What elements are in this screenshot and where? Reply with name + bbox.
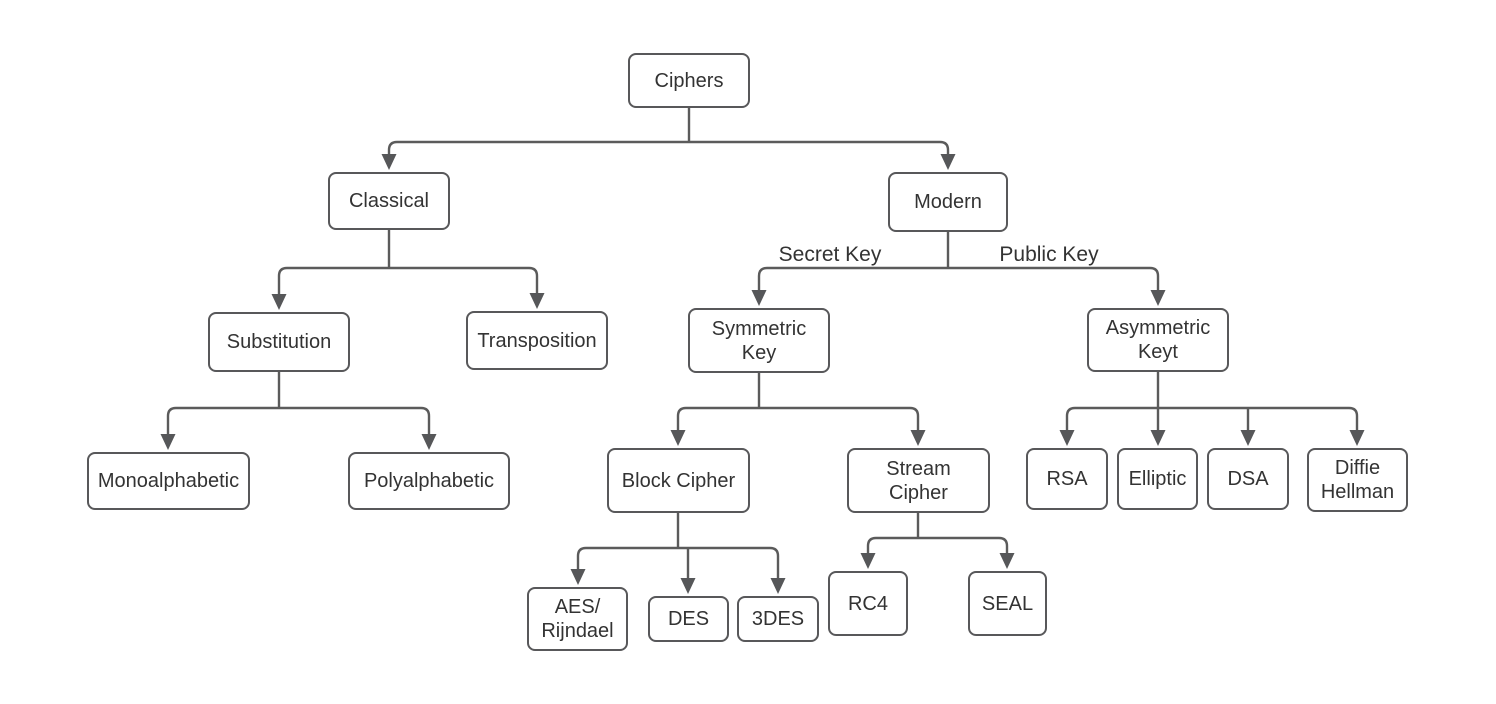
arrowhead-aes [570, 569, 586, 585]
edge-stream-rail [866, 536, 1009, 553]
node-substitution: Substitution [208, 312, 350, 372]
arrowhead-seal [999, 553, 1015, 569]
node-symmetric-key: Symmetric Key [688, 308, 830, 373]
node-seal: SEAL [968, 571, 1047, 636]
arrowhead-elliptic [1150, 430, 1166, 446]
node-des: DES [648, 596, 729, 642]
edge-classical-rail [277, 266, 539, 294]
node-diffie-hellman: Diffie Hellman [1307, 448, 1408, 512]
arrowhead-diffie-hellman [1349, 430, 1365, 446]
edge-ciphers-rail [387, 140, 950, 154]
arrowhead-dsa [1240, 430, 1256, 446]
node-classical: Classical [328, 172, 450, 230]
arrowhead-stream-cipher [910, 430, 926, 446]
arrowhead-transposition [529, 293, 545, 309]
arrowhead-asymmetric-key [1150, 290, 1166, 306]
node-modern: Modern [888, 172, 1008, 232]
edge-block-rail [576, 546, 780, 578]
edge-label-secret-key: Secret Key [778, 243, 882, 266]
arrowhead-block-cipher [670, 430, 686, 446]
edge-asymmetric-rail [1065, 406, 1359, 430]
node-elliptic: Elliptic [1117, 448, 1198, 510]
node-block-cipher: Block Cipher [607, 448, 750, 513]
arrowhead-des [680, 578, 696, 594]
edge-label-public-key: Public Key [999, 243, 1099, 266]
edge-symmetric-rail [676, 406, 920, 430]
node-polyalphabetic: Polyalphabetic [348, 452, 510, 510]
arrowhead-rsa [1059, 430, 1075, 446]
arrowhead-substitution [271, 294, 287, 310]
node-ciphers: Ciphers [628, 53, 750, 108]
node-rc4: RC4 [828, 571, 908, 636]
node-3des: 3DES [737, 596, 819, 642]
arrowhead-classical [381, 154, 397, 170]
arrowhead-modern [940, 154, 956, 170]
arrowhead-symmetric-key [751, 290, 767, 306]
node-stream-cipher: Stream Cipher [847, 448, 990, 513]
arrowhead-polyalphabetic [421, 434, 437, 450]
arrowhead-3des [770, 578, 786, 594]
node-aes-rijndael: AES/ Rijndael [527, 587, 628, 651]
edge-modern-rail [757, 266, 1160, 290]
arrowhead-monoalphabetic [160, 434, 176, 450]
node-transposition: Transposition [466, 311, 608, 370]
node-rsa: RSA [1026, 448, 1108, 510]
node-monoalphabetic: Monoalphabetic [87, 452, 250, 510]
arrowhead-rc4 [860, 553, 876, 569]
edge-substitution-rail [166, 406, 431, 434]
node-dsa: DSA [1207, 448, 1289, 510]
node-asymmetric-key: Asymmetric Keyt [1087, 308, 1229, 372]
